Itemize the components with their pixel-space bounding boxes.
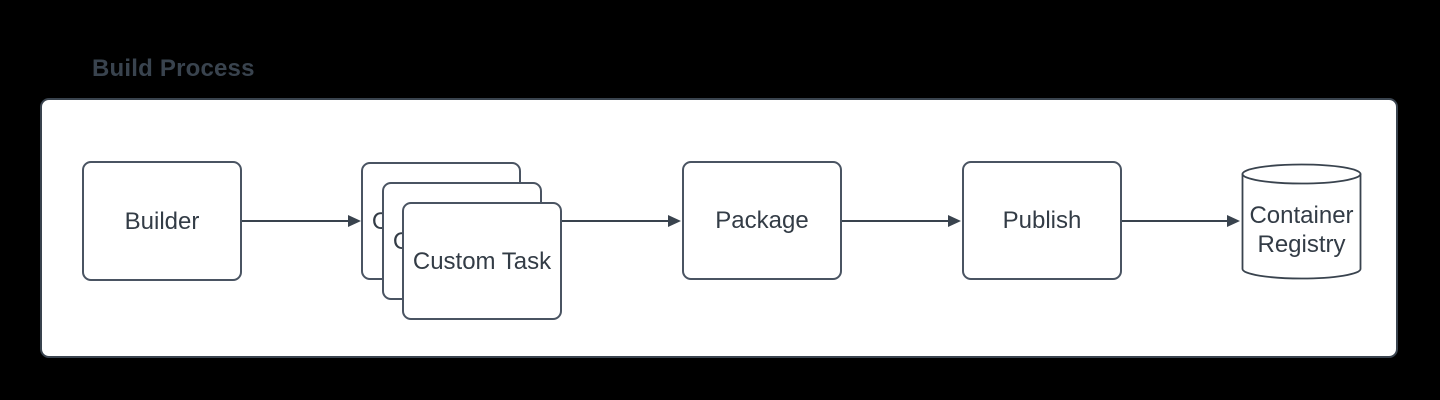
- arrowhead-icon: [348, 215, 361, 227]
- node-publish-label: Publish: [1002, 207, 1082, 234]
- node-package[interactable]: Package: [682, 161, 842, 280]
- connector-line: [242, 220, 350, 222]
- node-builder-label: Builder: [124, 207, 200, 235]
- connector-custom-task-package[interactable]: [562, 215, 681, 227]
- build-process-panel: Builder Custom Task Custom Task Custom T…: [40, 98, 1398, 358]
- diagram-title: Build Process: [92, 55, 255, 82]
- connector-line: [1122, 220, 1229, 222]
- arrowhead-icon: [668, 215, 681, 227]
- node-container-registry-label: Container Registry: [1249, 201, 1354, 258]
- connector-line: [842, 220, 950, 222]
- arrowhead-icon: [948, 215, 961, 227]
- node-custom-task-label: Custom Task: [412, 247, 552, 275]
- connector-package-publish[interactable]: [842, 215, 961, 227]
- node-container-registry[interactable]: Container Registry: [1241, 163, 1362, 280]
- node-builder[interactable]: Builder: [82, 161, 242, 281]
- connector-publish-container-registry[interactable]: [1122, 215, 1240, 227]
- node-publish[interactable]: Publish: [962, 161, 1122, 280]
- connector-line: [562, 220, 670, 222]
- node-custom-task[interactable]: Custom Task: [402, 202, 562, 320]
- cylinder-shape-icon: [1241, 163, 1362, 280]
- arrowhead-icon: [1227, 215, 1240, 227]
- node-package-label: Package: [715, 207, 809, 234]
- connector-builder-custom-task[interactable]: [242, 215, 361, 227]
